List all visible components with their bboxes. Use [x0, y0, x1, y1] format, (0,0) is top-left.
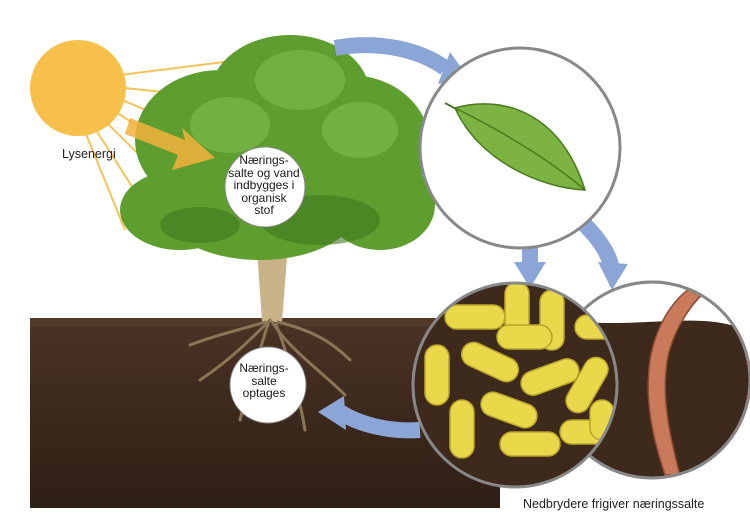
- light-arrow: [125, 118, 215, 170]
- leaf-icon: [444, 102, 587, 191]
- root-bubble-text: Nærings- salte optages: [239, 361, 289, 400]
- bacteria-circle: [411, 281, 619, 489]
- tree-bubble-text: Nærings- salte og vand indbygges i organ…: [228, 153, 300, 217]
- decomposers-label: Nedbrydere frigiver næringssalte: [523, 497, 705, 511]
- sun-icon: [30, 40, 126, 136]
- tree-bubble: [224, 146, 306, 228]
- sun-label: Lysenergi: [62, 147, 116, 161]
- root-bubble: [229, 346, 307, 424]
